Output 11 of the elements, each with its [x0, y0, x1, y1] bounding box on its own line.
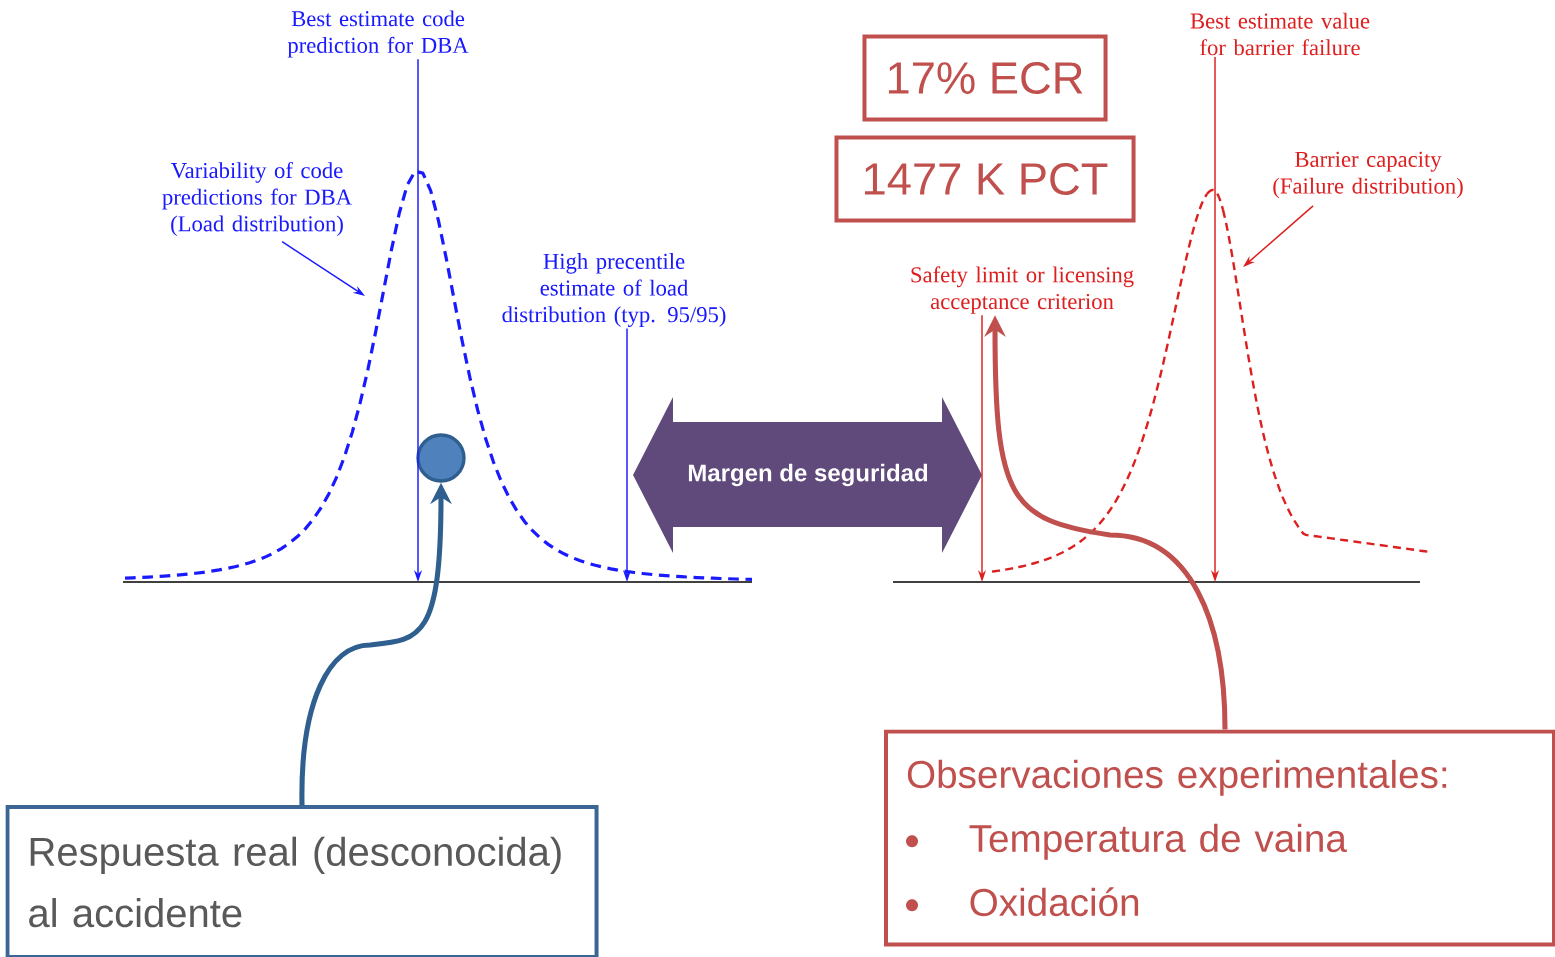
response-dot — [416, 433, 466, 483]
annotation-text: High precentile estimate of load distribution (typ. 95/95) — [502, 253, 726, 327]
response-box: Respuesta real (desconocida) al accidente — [5, 805, 599, 957]
annotation-text: Barrier capacity (Failure distribution) — [1273, 151, 1463, 199]
annotation-text: Best estimate value for barrier failure — [1190, 12, 1370, 56]
annotation-text: Best estimate code prediction for DBA — [287, 10, 469, 58]
criterion-box: 17% ECR — [862, 34, 1108, 122]
annotation-text: Safety limit or licensing acceptance criterion — [911, 266, 1134, 314]
annotation-text: Variability of code predictions for DBA (Load distribution) — [162, 161, 352, 237]
criterion-box: 1477 K PCT — [834, 135, 1136, 223]
observations-box: Observaciones experimentales: Temperatura de vaina Oxidación — [884, 729, 1555, 947]
